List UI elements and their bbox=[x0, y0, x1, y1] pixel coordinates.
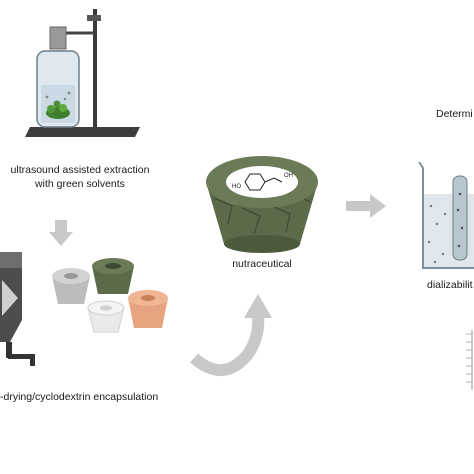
extraction-label-line2: with green solvents bbox=[35, 178, 125, 190]
hydroxytyrosol-molecule-icon bbox=[244, 173, 283, 191]
molecule-oh-label: OH bbox=[284, 173, 293, 179]
nutraceutical-label: nutraceutical bbox=[232, 258, 292, 270]
molecule-ho-label: HO bbox=[232, 184, 241, 190]
chart-fragment-icon bbox=[466, 330, 473, 390]
encapsulation-label: -drying/cyclodextrin encapsulation bbox=[0, 391, 159, 403]
dializability-label: dializabilit bbox=[427, 279, 473, 291]
ultrasound-reactor-icon bbox=[25, 9, 140, 137]
spray-dryer-icon bbox=[0, 252, 35, 366]
curved-arrow-icon bbox=[190, 294, 272, 377]
extraction-label: ultrasound assisted extraction bbox=[10, 164, 150, 176]
right-arrow-icon bbox=[346, 194, 386, 218]
down-arrow-icon bbox=[49, 220, 73, 246]
nutraceutical-cone-icon bbox=[206, 156, 318, 253]
cyclodextrin-cups-icon bbox=[52, 258, 168, 333]
dialysis-beaker-icon bbox=[418, 161, 474, 269]
determination-label: Determi bbox=[436, 108, 473, 120]
